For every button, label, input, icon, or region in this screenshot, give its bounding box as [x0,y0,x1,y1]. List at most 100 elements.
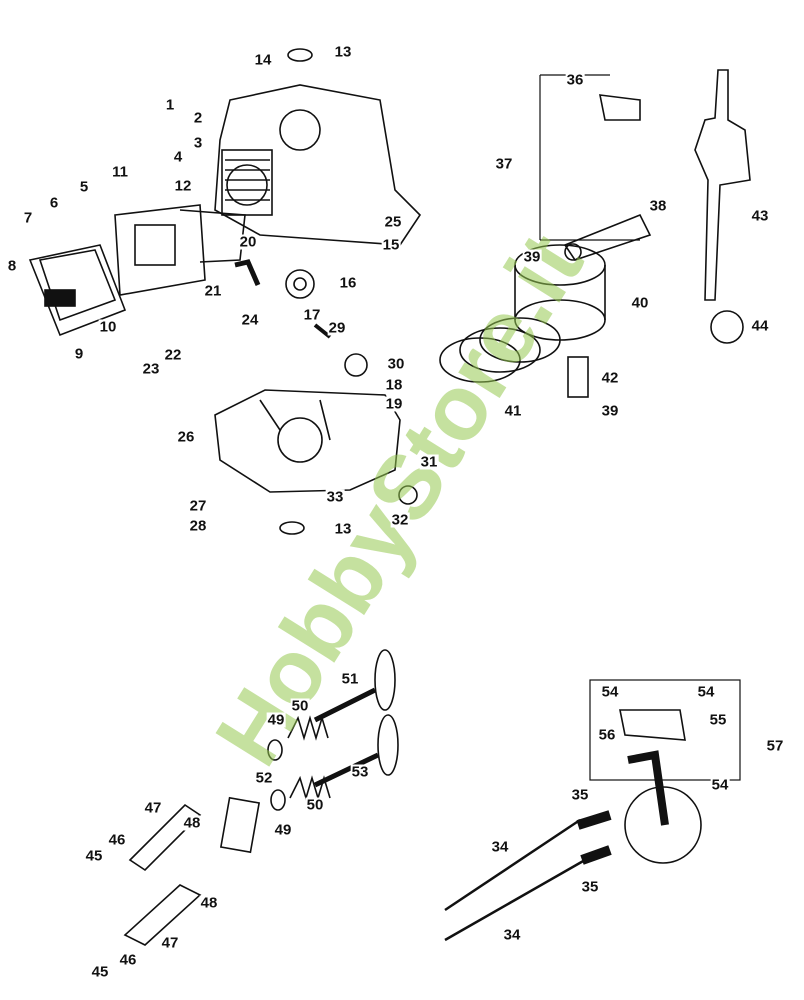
callout: 54 [710,776,730,794]
callout: 55 [708,711,728,729]
callout: 30 [386,355,406,373]
callout: 13 [333,520,353,538]
piston-40 [514,244,606,341]
callout: 50 [290,697,310,715]
callout: 54 [696,683,716,701]
callout: 5 [78,178,90,196]
callout: 51 [340,670,360,688]
callout: 27 [188,497,208,515]
callout: 34 [490,838,510,856]
crankshaft-43 [694,69,751,301]
rocker-47-top [128,803,202,872]
pushrod-bottom [444,858,586,942]
cylinder-head [114,204,246,296]
callout: 12 [173,177,193,195]
callout: 35 [570,786,590,804]
callout: 17 [302,306,322,324]
callout: 16 [338,274,358,292]
callout: 21 [203,282,223,300]
retainer-49-bottom [270,789,286,811]
callout: 36 [565,71,585,89]
callout: 49 [266,711,286,729]
callout: 37 [494,155,514,173]
callout: 39 [522,248,542,266]
callout: 13 [333,43,353,61]
rocker-47-bottom [123,884,202,946]
callout: 6 [48,194,60,212]
spring-50-bottom [289,775,331,801]
callout: 46 [118,951,138,969]
callout: 56 [597,726,617,744]
callout: 26 [176,428,196,446]
bearing-16 [285,269,315,299]
callout: 34 [502,926,522,944]
callout: 23 [141,360,161,378]
callout: 20 [238,233,258,251]
part-32 [398,485,418,505]
gear-44 [710,310,744,344]
camshaft [627,750,669,826]
callout: 15 [381,236,401,254]
callout: 48 [199,894,219,912]
hose-24 [234,259,261,286]
callout: 57 [765,737,785,755]
plate-52 [219,796,261,854]
callout: 9 [73,345,85,363]
callout: 4 [172,148,184,166]
seal-13-bottom [279,521,305,535]
pin-17 [313,323,332,339]
callout: 43 [750,207,770,225]
callout: 3 [192,134,204,152]
tappet-35-bottom [580,845,612,865]
callout: 41 [503,402,523,420]
callout: 52 [254,769,274,787]
callout: 39 [600,402,620,420]
callout: 7 [22,209,34,227]
retainer-49-top [267,739,283,761]
callout: 53 [350,763,370,781]
piston-pin-42 [567,356,589,398]
seal-13-top [287,48,313,62]
spring-50-top [287,715,329,741]
callout: 24 [240,311,260,329]
callout: 25 [383,213,403,231]
piston-rings-41 [439,317,561,383]
callout: 11 [111,163,129,181]
callout: 19 [384,395,404,413]
pushrod-top [444,818,581,912]
callout: 22 [163,346,183,364]
callout: 18 [384,376,404,394]
valves [313,649,399,788]
callout: 33 [325,488,345,506]
callout: 29 [327,319,347,337]
callout: 54 [600,683,620,701]
callout: 48 [182,814,202,832]
callout: 49 [273,821,293,839]
callout: 14 [253,51,273,69]
connecting-rod [563,94,652,261]
callout: 28 [188,517,208,535]
callout: 10 [98,318,118,336]
crankcase-base-26 [214,389,401,493]
callout: 47 [143,799,163,817]
callout: 42 [600,369,620,387]
callout: 47 [160,934,180,952]
callout: 8 [6,257,18,275]
callout: 45 [90,963,110,981]
callout: 2 [192,109,204,127]
callout: 35 [580,878,600,896]
gear-30 [344,353,368,377]
valve-cover-9 [28,244,127,337]
callout: 32 [390,511,410,529]
callout: 40 [630,294,650,312]
part-55 [619,709,686,741]
callout: 50 [305,796,325,814]
callout: 31 [419,453,439,471]
callout: 45 [84,847,104,865]
callout: 44 [750,317,770,335]
callout: 46 [107,831,127,849]
callout: 38 [648,197,668,215]
callout: 1 [164,96,176,114]
